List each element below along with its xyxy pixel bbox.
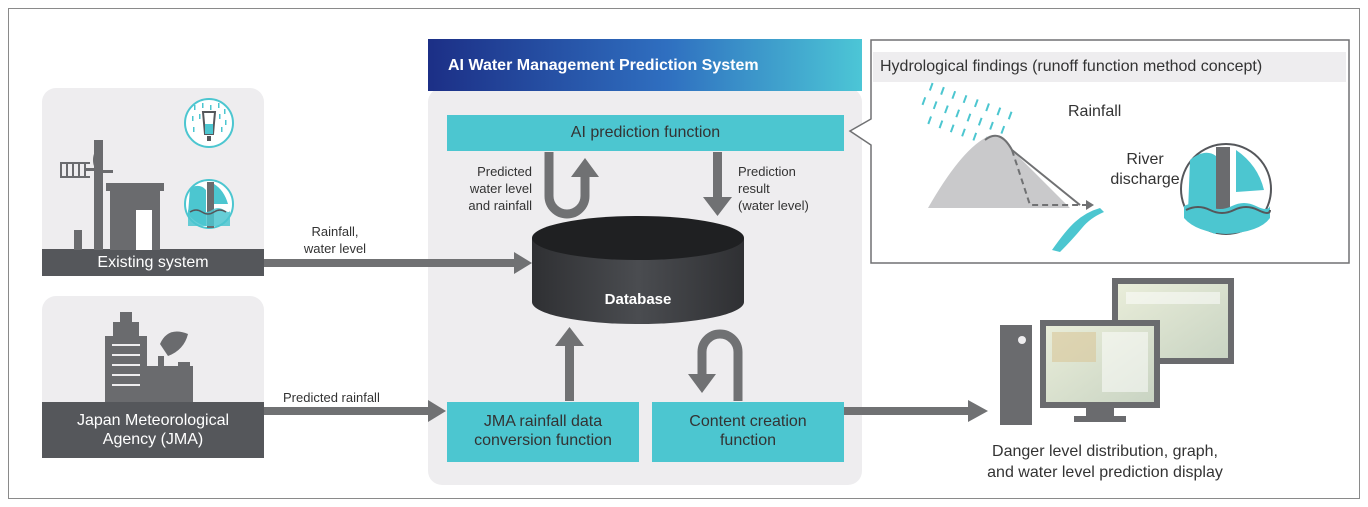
jma-conversion-line-2: conversion function — [474, 432, 612, 449]
jma-conversion-line-1: JMA rainfall data — [483, 413, 603, 430]
river-discharge-line-2: discharge — [1110, 171, 1180, 188]
jma-bar — [42, 402, 264, 458]
predicted-line-1: Predicted — [477, 164, 532, 179]
jma-agency-line-2: Agency (JMA) — [102, 431, 204, 448]
water-level-gauge-icon — [184, 179, 234, 229]
jma-to-database-arrow — [555, 327, 584, 401]
system-title: AI Water Management Prediction System — [448, 57, 759, 74]
river-discharge-label: River discharge — [1100, 150, 1190, 190]
river-discharge-line-1: River — [1126, 151, 1164, 168]
system-title-bar — [428, 39, 862, 91]
predicted-water-level-label: Predicted water level and rainfall — [452, 163, 532, 214]
display-caption: Danger level distribution, graph, and wa… — [940, 441, 1270, 483]
existing-system-label: Existing system — [97, 254, 209, 271]
prediction-result-line-3: (water level) — [738, 198, 809, 213]
jma-agency-line-1: Japan Meteorological — [76, 412, 230, 429]
hydro-title-bg — [873, 52, 1346, 82]
prediction-result-line-1: Prediction — [738, 164, 796, 179]
loop-arrow-up — [544, 152, 599, 219]
database-icon — [532, 216, 744, 324]
ai-prediction-label: AI prediction function — [570, 124, 721, 141]
jma-building-icon — [105, 312, 193, 402]
display-caption-line-1: Danger level distribution, graph, — [992, 443, 1218, 460]
river-gauge-icon — [1180, 143, 1272, 235]
content-creation-label: Content creation function — [652, 412, 844, 450]
diagram-frame — [8, 8, 1360, 499]
observation-station-icon — [60, 140, 164, 250]
jma-to-conversion-arrow — [264, 400, 446, 422]
predicted-rainfall-label: Predicted rainfall — [283, 390, 380, 405]
ai-prediction-box — [447, 115, 844, 151]
loop-arrow-content — [688, 329, 743, 401]
database-label: Database — [604, 291, 672, 308]
rain-gauge-icon — [184, 98, 234, 148]
jma-agency-label: Japan Meteorological Agency (JMA) — [42, 411, 264, 449]
prediction-result-line-2: result — [738, 181, 770, 196]
content-creation-line-1: Content creation — [689, 413, 807, 430]
rainfall-label: Rainfall — [1068, 103, 1122, 120]
content-to-display-arrow — [844, 400, 988, 422]
display-caption-line-2: and water level prediction display — [987, 464, 1223, 481]
existing-to-database-arrow — [264, 252, 532, 274]
mountain-icon — [928, 134, 1104, 252]
rainfall-water-level-label: Rainfall, water level — [290, 223, 380, 257]
jma-conversion-box — [447, 402, 639, 462]
prediction-result-label: Prediction result (water level) — [738, 163, 828, 214]
content-creation-box — [652, 402, 844, 462]
content-creation-line-2: function — [719, 432, 777, 449]
prediction-result-arrow — [703, 152, 732, 216]
existing-system-bar — [42, 249, 264, 276]
predicted-line-2: water level — [469, 181, 532, 196]
hydro-title: Hydrological findings (runoff function m… — [880, 58, 1263, 75]
rain-icon — [921, 82, 1013, 145]
rainfall-water-level-line-1: Rainfall, — [311, 224, 359, 239]
predicted-line-3: and rainfall — [468, 198, 532, 213]
jma-conversion-label: JMA rainfall data conversion function — [447, 412, 639, 450]
display-monitors-icon — [1000, 278, 1234, 425]
rainfall-water-level-line-2: water level — [303, 241, 367, 256]
